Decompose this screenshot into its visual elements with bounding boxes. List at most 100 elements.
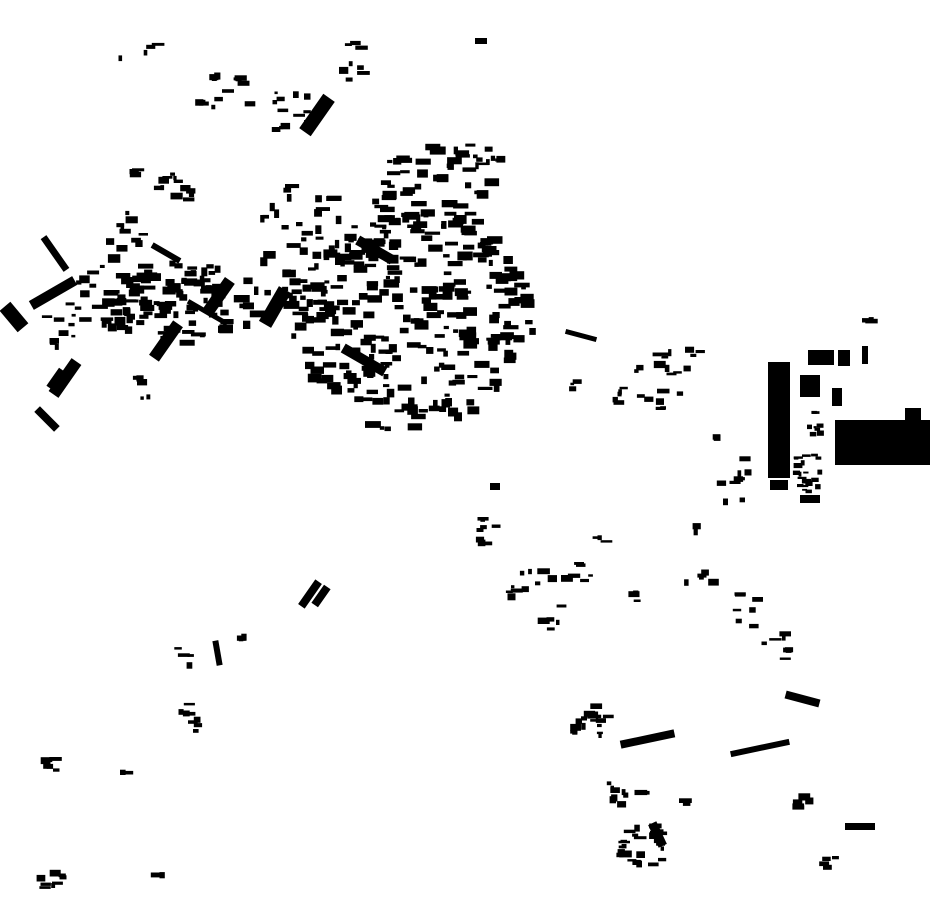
- building: [816, 423, 824, 428]
- building: [350, 320, 363, 328]
- building: [199, 101, 209, 106]
- building: [862, 346, 868, 364]
- building: [489, 271, 502, 279]
- building: [744, 469, 752, 476]
- building: [53, 317, 65, 322]
- building: [387, 184, 395, 188]
- building: [399, 256, 414, 260]
- building: [784, 690, 821, 708]
- building: [179, 290, 184, 296]
- building: [802, 488, 808, 491]
- building: [53, 768, 60, 772]
- building: [150, 872, 162, 878]
- building: [811, 453, 818, 457]
- building: [179, 294, 188, 301]
- building: [199, 333, 205, 338]
- building: [490, 250, 500, 256]
- building: [547, 575, 557, 583]
- building: [281, 225, 289, 230]
- building: [219, 324, 233, 334]
- building: [809, 431, 817, 437]
- building: [403, 314, 411, 323]
- building: [426, 312, 441, 319]
- building: [735, 477, 745, 481]
- building: [490, 367, 499, 374]
- building: [325, 346, 338, 350]
- building: [556, 604, 567, 608]
- building: [342, 307, 356, 315]
- building: [627, 859, 637, 862]
- building: [264, 289, 271, 296]
- building: [335, 256, 341, 265]
- building: [401, 403, 411, 411]
- building: [365, 421, 381, 428]
- building: [293, 113, 305, 117]
- building: [621, 844, 627, 849]
- building: [332, 316, 339, 325]
- building: [46, 367, 66, 391]
- building: [600, 540, 613, 543]
- building: [454, 374, 465, 380]
- building: [699, 575, 704, 580]
- building: [400, 170, 410, 174]
- building: [159, 305, 171, 314]
- building: [136, 272, 151, 280]
- building: [183, 197, 195, 202]
- building: [294, 279, 308, 283]
- building: [474, 360, 490, 368]
- building: [712, 434, 721, 440]
- building: [424, 231, 441, 235]
- building: [294, 322, 307, 331]
- building: [489, 378, 502, 386]
- building: [487, 337, 500, 345]
- building: [652, 352, 662, 357]
- building: [110, 309, 123, 316]
- building: [119, 228, 131, 234]
- building: [590, 719, 603, 722]
- building: [503, 325, 519, 330]
- building: [576, 563, 586, 567]
- building: [581, 716, 587, 721]
- building: [351, 347, 361, 355]
- building: [381, 336, 389, 342]
- building: [365, 249, 381, 258]
- building: [486, 284, 492, 289]
- building: [188, 320, 197, 326]
- building: [301, 230, 313, 236]
- building: [49, 338, 57, 345]
- building: [682, 801, 691, 806]
- building: [817, 469, 823, 475]
- building: [443, 350, 448, 357]
- building: [330, 328, 344, 337]
- building: [465, 143, 476, 147]
- building: [139, 314, 149, 319]
- building: [466, 399, 475, 406]
- building: [285, 184, 300, 189]
- building: [238, 636, 244, 642]
- building: [666, 372, 677, 376]
- building: [477, 386, 493, 390]
- building: [283, 300, 300, 309]
- building: [51, 883, 56, 888]
- building: [153, 301, 160, 305]
- building: [387, 270, 403, 275]
- building: [386, 388, 395, 398]
- building: [657, 388, 670, 394]
- building: [101, 320, 107, 328]
- building: [570, 382, 575, 386]
- building: [519, 570, 525, 576]
- building: [325, 305, 340, 311]
- building: [300, 295, 306, 300]
- building: [779, 631, 791, 637]
- building: [160, 336, 169, 343]
- building: [800, 460, 805, 466]
- building: [345, 77, 353, 82]
- building: [434, 294, 446, 300]
- building: [509, 271, 525, 280]
- building: [321, 374, 334, 382]
- building: [357, 397, 373, 402]
- building: [492, 335, 502, 341]
- building: [214, 265, 221, 273]
- building: [386, 265, 400, 271]
- building: [220, 319, 234, 325]
